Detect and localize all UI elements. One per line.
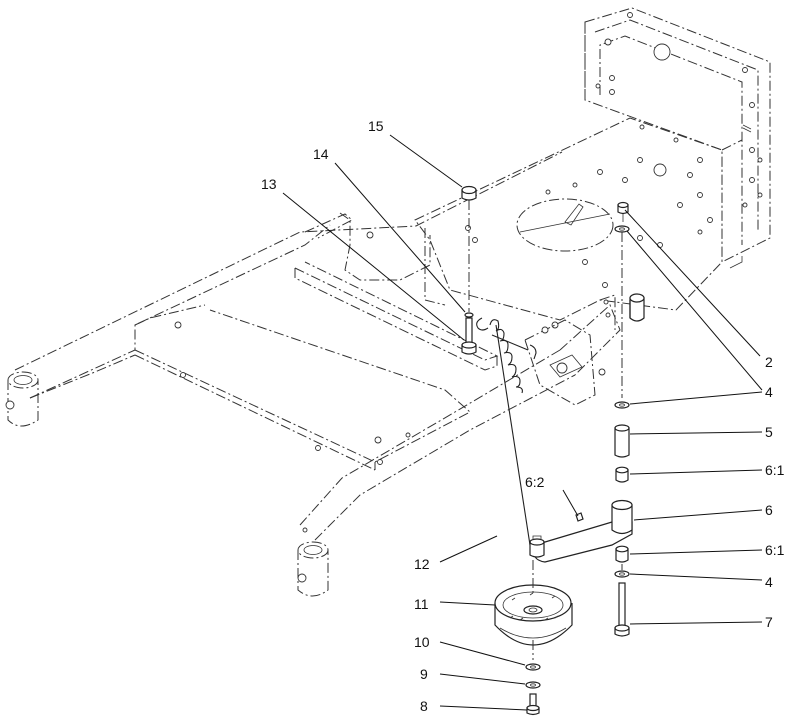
callout-9: 9: [420, 666, 428, 682]
washer-9: [525, 681, 541, 689]
bolt-13: [461, 317, 477, 355]
idler-pulley-11: [494, 584, 573, 646]
extension-spring-12: [476, 317, 537, 546]
callout-labels: 15 14 13 2 4 5 6:2 6:1 6 6:1 4 7 12 11 1…: [261, 118, 785, 714]
right-caster-tube: [297, 541, 329, 597]
callout-6-2: 6:2: [525, 474, 545, 490]
callout-2: 2: [765, 354, 773, 370]
washer-14: [464, 312, 474, 318]
callout-7: 7: [765, 614, 773, 630]
callout-4-upper: 4: [765, 384, 773, 400]
frame-tab: [424, 228, 446, 306]
callout-8: 8: [420, 698, 428, 714]
callout-6-1-upper: 6:1: [765, 462, 785, 478]
callout-6: 6: [765, 502, 773, 518]
washer-10: [525, 663, 541, 671]
callout-11: 11: [414, 596, 429, 612]
callout-5: 5: [765, 424, 773, 440]
leader-lines: [282, 134, 763, 711]
callout-4-lower: 4: [765, 574, 773, 590]
center-mount-plate: [414, 117, 723, 322]
main-frame: [14, 151, 621, 541]
idler-arm-6: [529, 499, 633, 563]
bolt-8: [526, 693, 540, 716]
rear-frame-box: [584, 7, 771, 269]
left-caster-tube: [5, 371, 39, 427]
callout-10: 10: [414, 634, 430, 650]
callout-13: 13: [261, 176, 277, 192]
washer-4-lower: [614, 570, 630, 578]
callout-6-1-lower: 6:1: [765, 542, 785, 558]
bushing-6-1-lower: [615, 545, 629, 563]
hex-nut-15: [461, 185, 477, 201]
spacer-5: [614, 424, 630, 458]
bolt-7: [614, 582, 630, 637]
callout-12: 12: [414, 556, 430, 572]
callout-14: 14: [313, 146, 329, 162]
callout-15: 15: [368, 118, 384, 134]
bushing-6-1-upper: [615, 466, 629, 483]
bolt-2: [617, 201, 629, 222]
washer-4-upper: [614, 401, 630, 409]
